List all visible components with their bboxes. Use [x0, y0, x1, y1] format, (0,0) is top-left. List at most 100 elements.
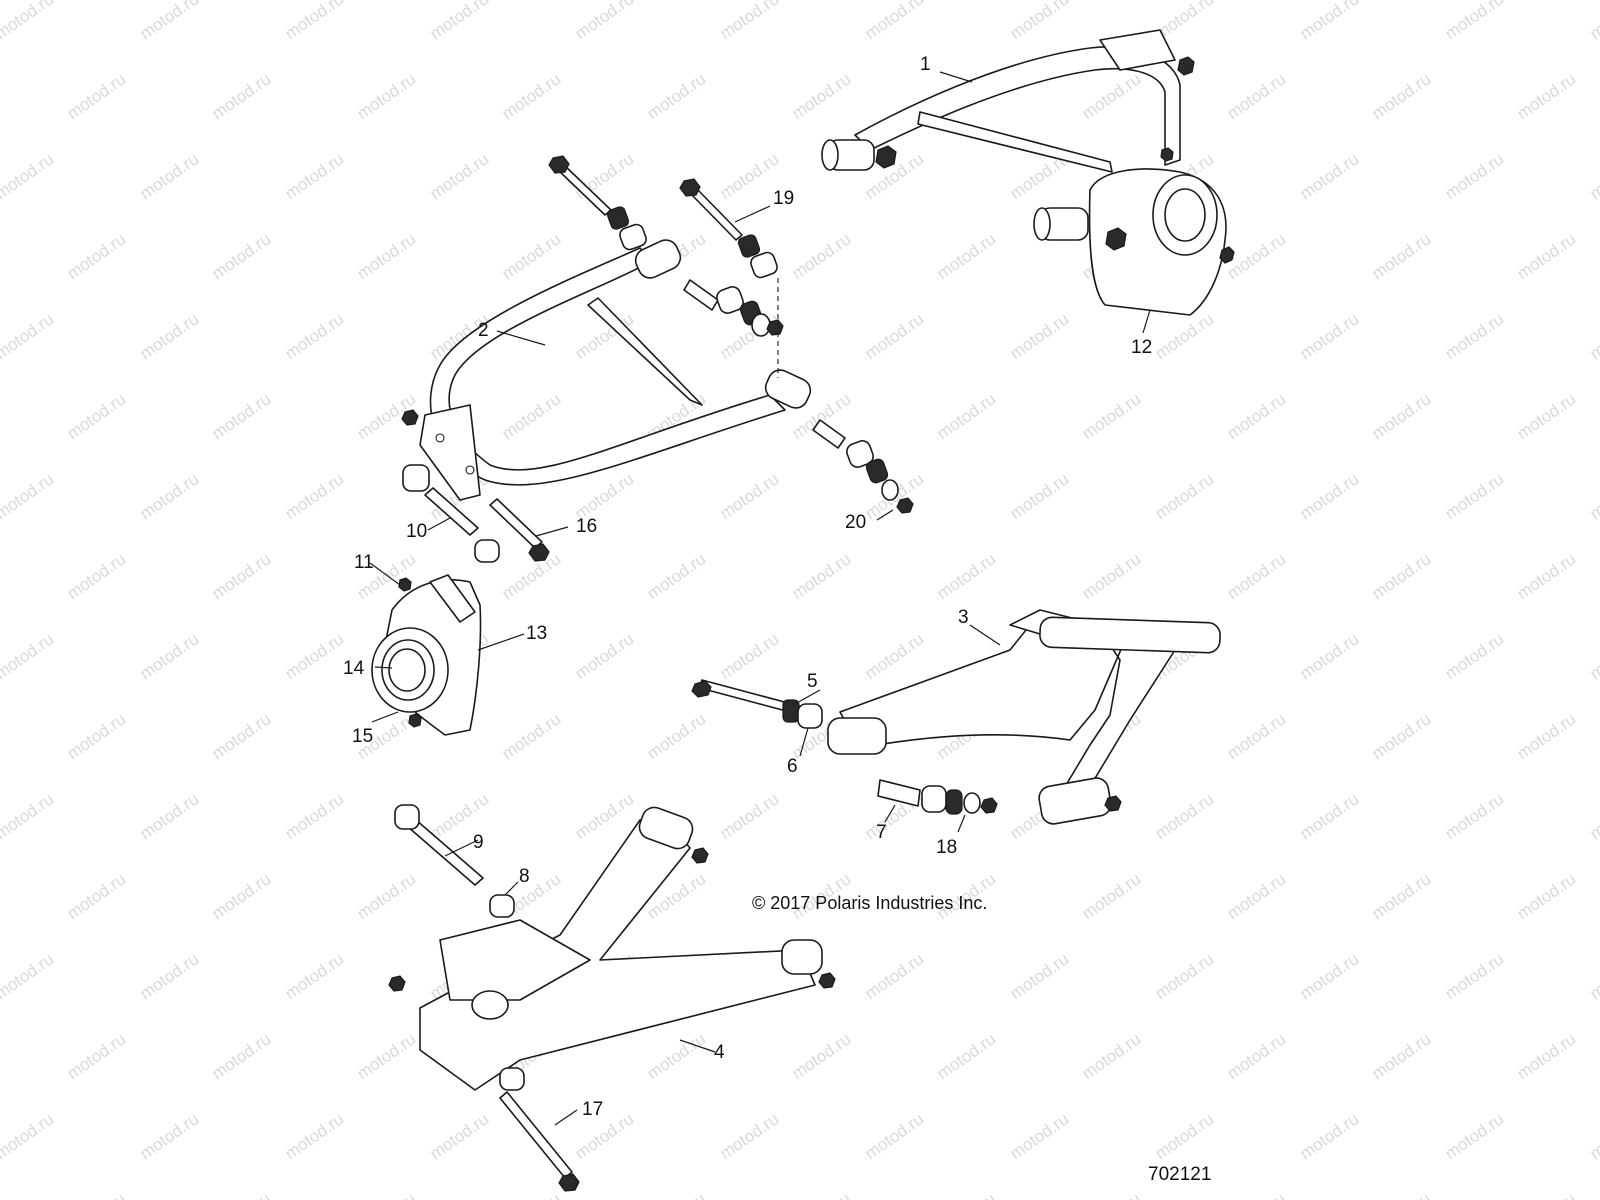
callout-16: 16	[576, 516, 597, 537]
watermark-text: motod.ru	[0, 469, 57, 523]
watermark-text: motod.ru	[933, 1189, 999, 1200]
watermark-text: motod.ru	[861, 1109, 927, 1163]
watermark-text: motod.ru	[1441, 149, 1507, 203]
watermark-text: motod.ru	[1586, 949, 1600, 1003]
watermark-text: motod.ru	[716, 0, 782, 43]
watermark-text: motod.ru	[1368, 709, 1434, 763]
leader-lines	[369, 71, 1151, 1126]
upper-control-arm-1	[821, 29, 1195, 173]
watermark-text: motod.ru	[1586, 789, 1600, 843]
watermark-text: motod.ru	[1513, 709, 1579, 763]
callout-7: 7	[876, 822, 887, 843]
callout-1: 1	[920, 54, 931, 75]
watermark-text: motod.ru	[1223, 549, 1289, 603]
watermark-text: motod.ru	[1006, 309, 1072, 363]
watermark-text: motod.ru	[281, 149, 347, 203]
callout-9: 9	[473, 832, 484, 853]
watermark-text: motod.ru	[1513, 229, 1579, 283]
watermark-text: motod.ru	[63, 549, 129, 603]
figure-number: 702121	[1148, 1164, 1212, 1185]
watermark-text: motod.ru	[208, 1189, 274, 1200]
watermark-text: motod.ru	[1078, 69, 1144, 123]
watermark-text: motod.ru	[208, 69, 274, 123]
watermark-text: motod.ru	[281, 0, 347, 43]
watermark-text: motod.ru	[1513, 1029, 1579, 1083]
watermark-text: motod.ru	[1006, 469, 1072, 523]
watermark-text: motod.ru	[716, 1109, 782, 1163]
watermark-text: motod.ru	[0, 309, 57, 363]
watermark-text: motod.ru	[63, 1189, 129, 1200]
watermark-text: motod.ru	[1006, 1109, 1072, 1163]
watermark-text: motod.ru	[498, 549, 564, 603]
watermark-text: motod.ru	[1513, 549, 1579, 603]
watermark-text: motod.ru	[1513, 69, 1579, 123]
watermark-text: motod.ru	[63, 709, 129, 763]
callout-15: 15	[352, 726, 373, 747]
watermark-text: motod.ru	[136, 789, 202, 843]
watermark-text: motod.ru	[63, 1029, 129, 1083]
watermark-text: motod.ru	[643, 69, 709, 123]
watermark-text: motod.ru	[1151, 1109, 1217, 1163]
watermark-text: motod.ru	[1223, 1029, 1289, 1083]
knuckle-13	[371, 574, 482, 736]
watermark-text: motod.ru	[353, 869, 419, 923]
watermark-text: motod.ru	[208, 709, 274, 763]
watermark-text: motod.ru	[643, 1029, 709, 1083]
watermark-text: motod.ru	[281, 309, 347, 363]
watermark-text: motod.ru	[1296, 949, 1362, 1003]
watermark-text: motod.ru	[1078, 549, 1144, 603]
callout-6: 6	[787, 756, 798, 777]
watermark-text: motod.ru	[1296, 309, 1362, 363]
watermark-text: motod.ru	[353, 1189, 419, 1200]
watermark-text: motod.ru	[208, 869, 274, 923]
watermark-text: motod.ru	[63, 389, 129, 443]
lower-control-arm-3	[827, 609, 1221, 825]
watermark-text: motod.ru	[788, 229, 854, 283]
watermark-text: motod.ru	[0, 949, 57, 1003]
watermark-text: motod.ru	[281, 949, 347, 1003]
lower-control-arm-4	[388, 804, 836, 1192]
callout-20: 20	[845, 512, 866, 533]
watermark-text: motod.ru	[1368, 1189, 1434, 1200]
callout-10: 10	[406, 521, 427, 542]
watermark-text: motod.ru	[426, 1109, 492, 1163]
watermark-text: motod.ru	[136, 149, 202, 203]
watermark-text: motod.ru	[1441, 309, 1507, 363]
watermark-text: motod.ru	[208, 389, 274, 443]
watermark-text: motod.ru	[1223, 709, 1289, 763]
watermark-text: motod.ru	[861, 0, 927, 43]
watermark-text: motod.ru	[63, 869, 129, 923]
upper-control-arm-2	[419, 239, 812, 501]
watermark-text: motod.ru	[1296, 149, 1362, 203]
watermark-text: motod.ru	[1223, 69, 1289, 123]
watermark-text: motod.ru	[788, 69, 854, 123]
watermark-text: motod.ru	[1368, 69, 1434, 123]
watermark-text: motod.ru	[281, 469, 347, 523]
hardware-3-stack	[691, 679, 998, 815]
callout-14: 14	[343, 658, 365, 679]
watermark-text: motod.ru	[788, 549, 854, 603]
watermark-text: motod.ru	[571, 629, 637, 683]
watermark-text: motod.ru	[1296, 469, 1362, 523]
watermark-text: motod.ru	[1513, 869, 1579, 923]
watermark-text: motod.ru	[0, 789, 57, 843]
watermark-text: motod.ru	[136, 469, 202, 523]
hardware-2-stack	[548, 155, 914, 514]
watermark-text: motod.ru	[1513, 389, 1579, 443]
watermark-text: motod.ru	[861, 629, 927, 683]
callout-12: 12	[1131, 337, 1152, 358]
watermark-text: motod.ru	[1078, 1189, 1144, 1200]
watermark-text: motod.ru	[1368, 389, 1434, 443]
watermark-text: motod.ru	[1513, 1189, 1579, 1200]
watermark-text: motod.ru	[1586, 629, 1600, 683]
watermark-text: motod.ru	[281, 789, 347, 843]
watermark-text: motod.ru	[426, 149, 492, 203]
watermark-text: motod.ru	[571, 0, 637, 43]
watermark-text: motod.ru	[136, 629, 202, 683]
watermark-text: motod.ru	[426, 0, 492, 43]
watermark-text: motod.ru	[933, 389, 999, 443]
watermark-text: motod.ru	[0, 149, 57, 203]
callout-5: 5	[807, 671, 818, 692]
watermark-text: motod.ru	[353, 229, 419, 283]
